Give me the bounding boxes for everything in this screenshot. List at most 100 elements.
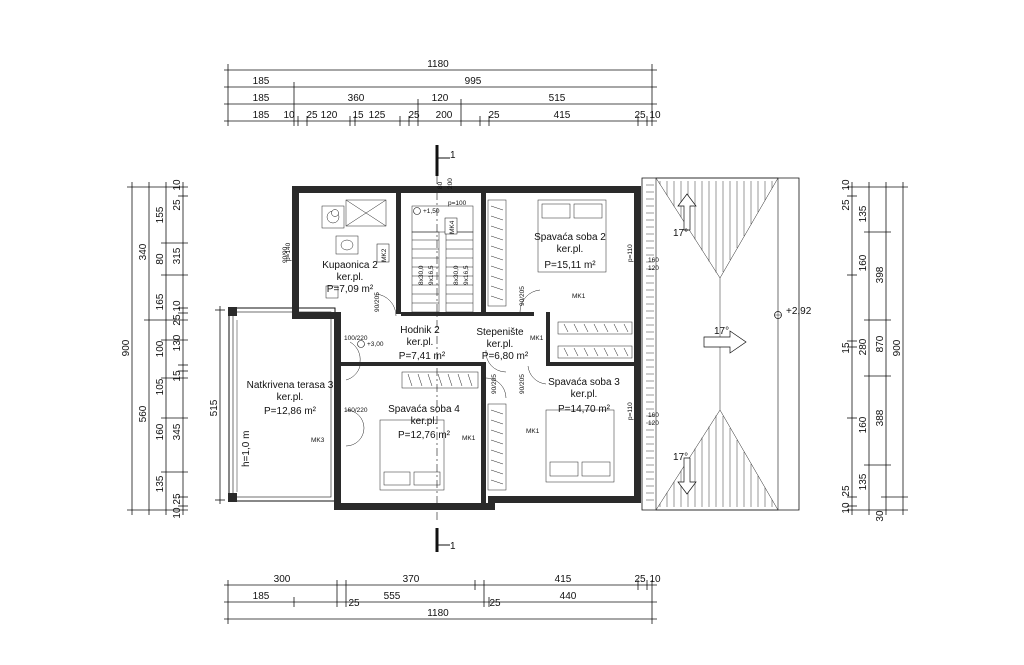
dim-left-c3-5: 160: [155, 423, 166, 440]
dim-left-c3-1: 80: [155, 253, 166, 265]
room-spavaca-soba-4-name: Spavaća soba 4: [388, 404, 460, 415]
wardrobe-hanger: [563, 347, 569, 357]
door-90-205-a: 90/205: [374, 292, 381, 312]
room-spavaca-soba-2-name: Spavaća soba 2: [534, 232, 606, 243]
mk1-tag-a: MK1: [572, 293, 586, 300]
room-spavaca-soba-3-area: P=14,70 m²: [558, 404, 611, 415]
wardrobe-hanger: [583, 347, 589, 357]
room-labels: Kupaonica 2 ker.pl. P=7,09 m² Spavaća so…: [247, 232, 621, 441]
dim-bottom-r1-4: 10: [649, 574, 661, 585]
mk2-tag: MK2: [381, 248, 388, 262]
mk3-tag: MK3: [311, 437, 325, 444]
dim-left-c3-0: 155: [155, 206, 166, 223]
dim-top-r3-a: 185: [253, 93, 270, 104]
window-160-120-b-2: 120: [648, 420, 659, 427]
dim-top-r3-c: 120: [432, 93, 449, 104]
dim-right-c3-4: 135: [858, 473, 869, 490]
section-markers: 1 1: [435, 145, 456, 552]
wardrobe: [557, 321, 633, 335]
door-160-220: 160/220: [344, 407, 368, 414]
wardrobe-hanger: [613, 347, 619, 357]
room-kupaonica-2-area: P=7,09 m²: [327, 284, 374, 295]
window-200: 200: [447, 178, 454, 189]
dim-left-c4-9: 10: [172, 507, 183, 519]
window-p100: p=100: [448, 200, 467, 207]
dim-left-c4-1: 25: [172, 199, 183, 211]
room-terasa-3-name: Natkrivena terasa 3: [247, 380, 334, 391]
wardrobe-hanger: [407, 373, 413, 387]
mk4-tag: MK4: [449, 220, 456, 234]
wardrobe-hanger: [457, 373, 463, 387]
dim-left-c2-1: 560: [138, 405, 149, 422]
dim-bottom-total: 1180: [427, 608, 449, 619]
room-spavaca-soba-3-floor: ker.pl.: [571, 389, 598, 400]
dim-left-terrace: 515: [209, 399, 220, 416]
room-terasa-3-floor: ker.pl.: [277, 392, 304, 403]
dim-left-c3-6: 135: [155, 475, 166, 492]
wardrobe-hanger: [623, 347, 629, 357]
door-100-220: 100/220: [344, 335, 368, 342]
room-stepeniste-floor: ker.pl.: [487, 339, 514, 350]
wardrobe-hanger: [623, 323, 629, 333]
level-stair: +1,50: [423, 208, 440, 215]
dim-left-c3-3: 100: [155, 340, 166, 357]
building-walls: [292, 186, 641, 510]
dim-top-r4-11: 10: [649, 110, 661, 121]
dim-right-c2-1: 30: [875, 510, 886, 522]
dim-bottom-r2-4: 440: [560, 591, 577, 602]
room-spavaca-soba-4-area: P=12,76 m²: [398, 430, 451, 441]
wardrobe-hanger: [417, 373, 423, 387]
section-marker-top: 1: [450, 150, 456, 161]
right-dimensions: 10 25 160 15 160 25 10 135 398 280 388 1…: [841, 179, 908, 522]
wardrobe: [401, 371, 479, 389]
top-dimensions: 1180 185 995 185 360 120 515 185 10 25 1…: [224, 59, 661, 126]
dim-top-r4-7: 200: [436, 110, 453, 121]
dim-right-c3-2: 280: [858, 338, 869, 355]
dim-left-c4-7: 345: [172, 423, 183, 440]
dim-bottom-r1-2: 415: [555, 574, 572, 585]
window-160-120-a: 160: [648, 257, 659, 264]
room-spavaca-soba-2-area: P=15,11 m²: [544, 260, 596, 271]
wardrobe-hanger: [583, 323, 589, 333]
room-hodnik-2-area: P=7,41 m²: [399, 351, 446, 362]
dim-right-c2-0: 870: [875, 335, 886, 352]
rail-height-label: h=1,0 m: [241, 431, 252, 467]
room-kupaonica-2-floor: ker.pl.: [337, 272, 364, 283]
stair-steps-3: 8x30,0: [453, 265, 460, 285]
bottom-dimensions: 300 370 415 25 10 185 25 555 25 440 1180: [224, 574, 661, 624]
wardrobe-hanger: [490, 479, 504, 485]
dim-left-c4-0: 10: [172, 179, 183, 191]
pitch-label-top: 17°: [673, 228, 688, 239]
wardrobe-hanger: [490, 235, 504, 241]
window-90-90: 90/90: [282, 246, 289, 263]
dim-top-r4-9: 415: [554, 110, 571, 121]
wardrobe-hanger: [490, 429, 504, 435]
level-hall: +3,00: [367, 341, 384, 348]
wardrobe-hanger: [490, 419, 504, 425]
door-90-205-b: 90/205: [519, 286, 526, 306]
wardrobe-hanger: [573, 323, 579, 333]
dim-top-r2-b: 995: [465, 76, 482, 87]
dim-right-c3-0: 135: [858, 205, 869, 222]
window-160-120-b: 160: [648, 412, 659, 419]
stair-steps-2: 9x16,5: [428, 265, 435, 285]
wardrobe-hanger: [490, 205, 504, 211]
wardrobe-hanger: [490, 225, 504, 231]
window-p110-a: p=110: [627, 244, 634, 262]
dim-right-c1-6: 10: [841, 502, 852, 514]
wardrobe-hanger: [490, 275, 504, 281]
door-90-205-c: 90/205: [519, 374, 526, 394]
dim-left-c4-8: 25: [172, 493, 183, 505]
door-90-205-d: 90/205: [491, 374, 498, 394]
dim-left-c3-4: 105: [155, 378, 166, 395]
window-80: 80: [437, 181, 444, 189]
dim-top-r4-3: 120: [321, 110, 338, 121]
wardrobe-hanger: [490, 469, 504, 475]
wardrobe-hanger: [613, 323, 619, 333]
dim-right-total: 900: [892, 339, 903, 356]
wardrobe-hanger: [603, 347, 609, 357]
doors: [345, 289, 547, 447]
room-hodnik-2-name: Hodnik 2: [400, 325, 440, 336]
dim-bottom-r2-1: 25: [348, 598, 360, 609]
annotation-tags: 80 200 p=100 p=110 p=110 160 120 160 120…: [311, 178, 659, 444]
